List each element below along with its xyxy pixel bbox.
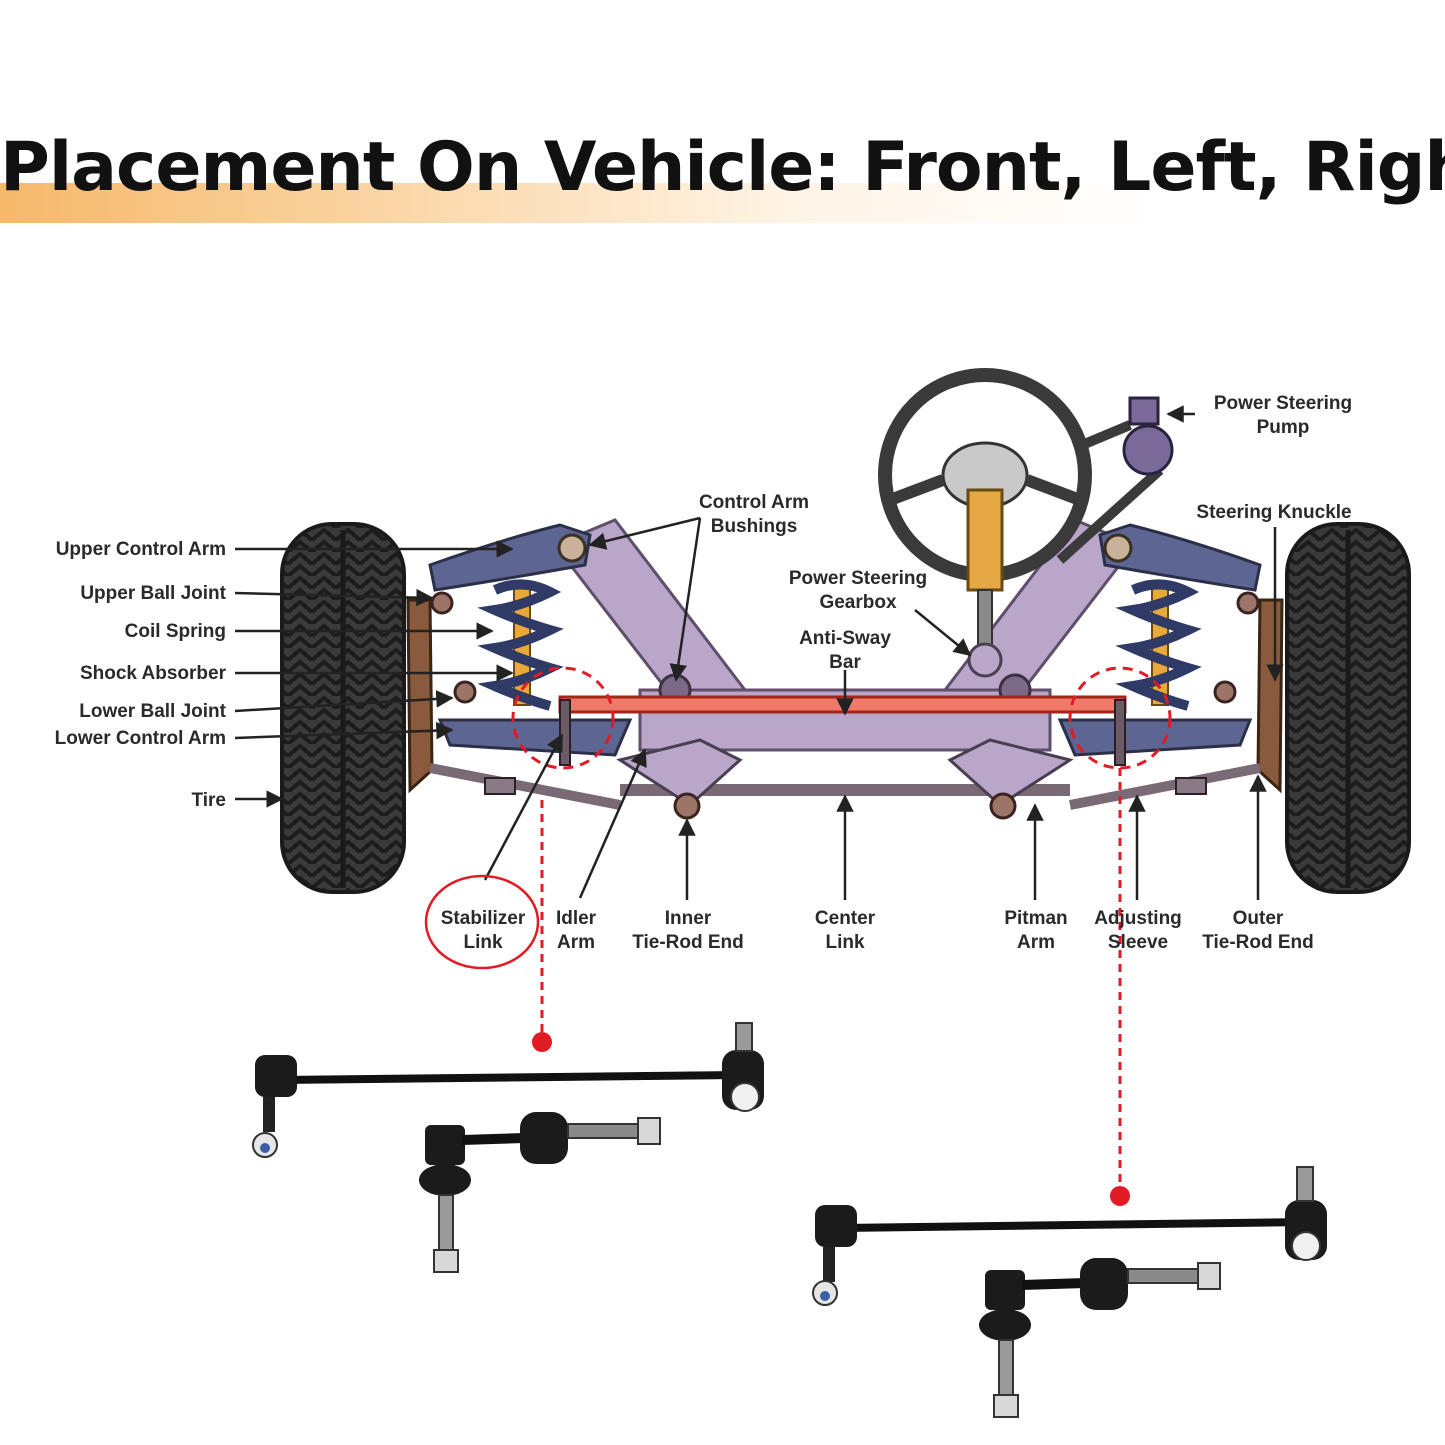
label-power-steering-pump-line1: Power Steering [1214, 393, 1352, 414]
product-stabilizer-link-set-left [252, 1022, 764, 1273]
label-control-arm-bushings-line1: Control Arm [699, 492, 809, 513]
leader-lines [234, 405, 1284, 900]
lower-ball-joint-left [453, 680, 477, 704]
anti-sway-bar [558, 695, 1127, 714]
label-steering-knuckle: Steering Knuckle [1196, 502, 1351, 523]
label-center-link-line2: Link [825, 932, 864, 953]
tire-right [1285, 522, 1411, 894]
upper-control-arm-right [1098, 523, 1262, 592]
highlight-circle-left [511, 666, 615, 770]
label-inner-tie-rod-end-line2: Tie-Rod End [632, 932, 744, 953]
label-pitman-arm-line1: Pitman [1004, 908, 1067, 929]
label-outer-tie-rod-end-line1: Outer [1233, 908, 1284, 929]
steering-knuckle-right [1256, 598, 1284, 794]
upper-ball-joint-left [430, 591, 454, 615]
label-center-link-line1: Center [815, 908, 876, 929]
stabilizer-link-left [559, 699, 571, 766]
label-stabilizer-link-line2: Link [463, 932, 502, 953]
label-pitman-arm-line2: Arm [1017, 932, 1055, 953]
label-idler-arm-line1: Idler [556, 908, 597, 929]
label-adjusting-sleeve-line2: Sleeve [1108, 932, 1168, 953]
label-outer-tie-rod-end-line2: Tie-Rod End [1202, 932, 1314, 953]
label-tire: Tire [191, 790, 226, 811]
label-anti-sway-bar-line1: Anti-Sway [799, 628, 891, 649]
label-power-steering-gearbox-line1: Power Steering [789, 568, 927, 589]
placement-guides [532, 768, 1130, 1206]
label-power-steering-gearbox-line2: Gearbox [819, 592, 897, 613]
lower-ball-joint-right [1213, 680, 1237, 704]
label-shock-absorber: Shock Absorber [80, 663, 227, 684]
label-lower-control-arm: Lower Control Arm [55, 728, 226, 749]
steering-wheel [878, 368, 1092, 678]
label-stabilizer-link-line1: Stabilizer [441, 908, 526, 929]
title-accent-band [0, 183, 1445, 223]
product-stabilizer-link-set-right [812, 1166, 1327, 1418]
steering-knuckle-left [406, 598, 434, 794]
label-coil-spring: Coil Spring [125, 621, 226, 642]
label-power-steering-pump-line2: Pump [1257, 417, 1310, 438]
label-control-arm-bushings-line2: Bushings [711, 516, 798, 537]
lower-control-arm-right [1057, 718, 1253, 757]
label-upper-ball-joint: Upper Ball Joint [80, 583, 226, 604]
steering-linkage [429, 738, 1261, 820]
highlight-circle-right [1068, 666, 1172, 770]
label-adjusting-sleeve-line1: Adjusting [1094, 908, 1182, 929]
label-idler-arm-line2: Arm [557, 932, 595, 953]
stabilizer-link-label-highlight [424, 874, 540, 970]
upper-ball-joint-right [1236, 591, 1260, 615]
label-upper-control-arm: Upper Control Arm [56, 539, 226, 560]
coil-spring-right [1115, 579, 1202, 711]
tire-left [280, 522, 406, 894]
power-steering-pump [1056, 396, 1174, 564]
upper-control-arm-left [428, 523, 592, 592]
label-inner-tie-rod-end-line1: Inner [665, 908, 712, 929]
label-lower-ball-joint: Lower Ball Joint [79, 701, 226, 722]
coil-spring-left [477, 579, 564, 711]
page-title: Placement On Vehicle: Front, Left, Right [0, 128, 1445, 207]
stabilizer-link-right [1114, 699, 1126, 766]
label-anti-sway-bar-line2: Bar [829, 652, 861, 673]
